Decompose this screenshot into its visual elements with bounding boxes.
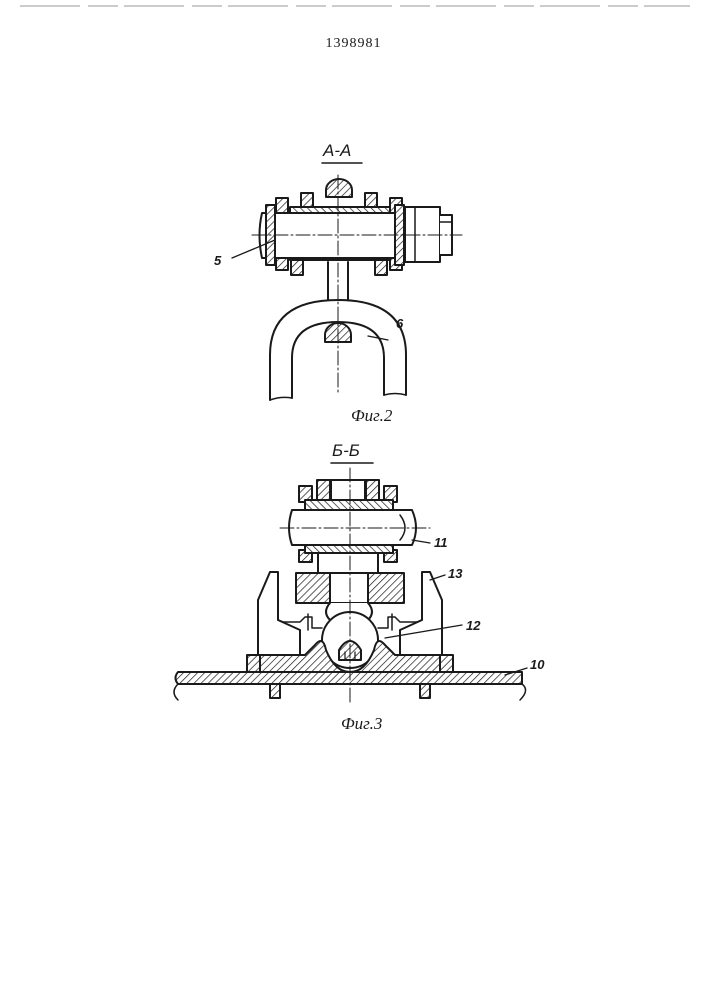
figure-2-caption: Фиг.2 [351,406,392,426]
label-bracket-13: 13 [448,566,462,581]
label-shaft-11: 11 [434,535,448,550]
figure-3-section-bb [174,463,527,705]
section-label-aa: А-А [323,141,351,161]
label-base-plate-10: 10 [530,657,544,672]
label-shaft-5: 5 [214,253,221,268]
top-bar-section [326,179,352,197]
figure-3-caption: Фиг.3 [341,714,382,734]
section-label-bb: Б-Б [332,441,360,461]
figure-2-section-aa [232,163,462,400]
label-ball-support-12: 12 [466,618,480,633]
label-fork-6: 6 [396,316,403,331]
